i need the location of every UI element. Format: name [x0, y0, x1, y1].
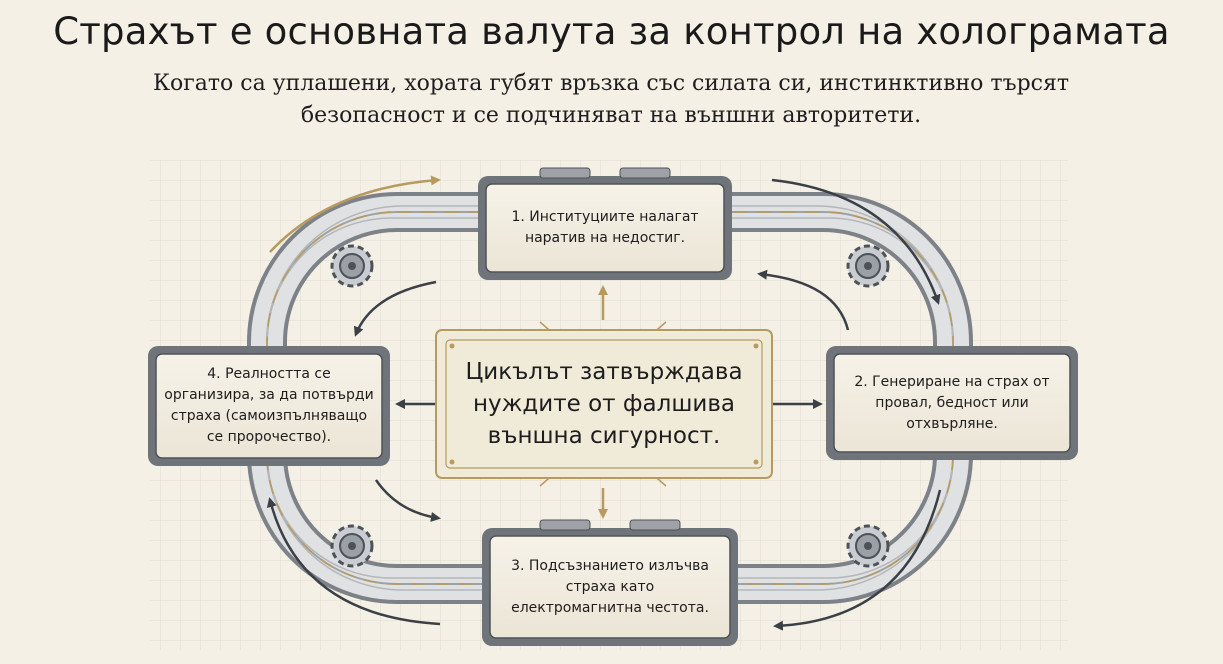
page-title: Страхът е основната валута за контрол на…: [53, 10, 1170, 53]
page-subtitle: Когато са уплашени, хората губят връзка …: [152, 71, 1070, 128]
gear-icon: [330, 244, 374, 288]
center-panel-frame: [435, 329, 773, 479]
step-box-1-frame: [478, 167, 732, 280]
step-1-text: 1. Институциите налагат наратив на недос…: [511, 209, 699, 246]
cycle-arrows: [266, 175, 942, 631]
step-2-text: 2. Генериране на страх от провал, беднос…: [854, 373, 1050, 432]
gear-icon: [330, 524, 374, 568]
step-3-text: 3. Подсъзнанието излъчва страха като еле…: [511, 557, 709, 616]
center-statement: Цикълът затвърждава нуждите от фалшива в…: [465, 359, 743, 449]
step-box-4-frame: [148, 346, 390, 466]
step-box-3-frame: [482, 519, 738, 646]
gear-icon: [846, 244, 890, 288]
step-4-text: 4. Реалността се организира, за да потвъ…: [164, 366, 374, 445]
gear-icon: [846, 524, 890, 568]
step-box-2-frame: [826, 346, 1078, 460]
